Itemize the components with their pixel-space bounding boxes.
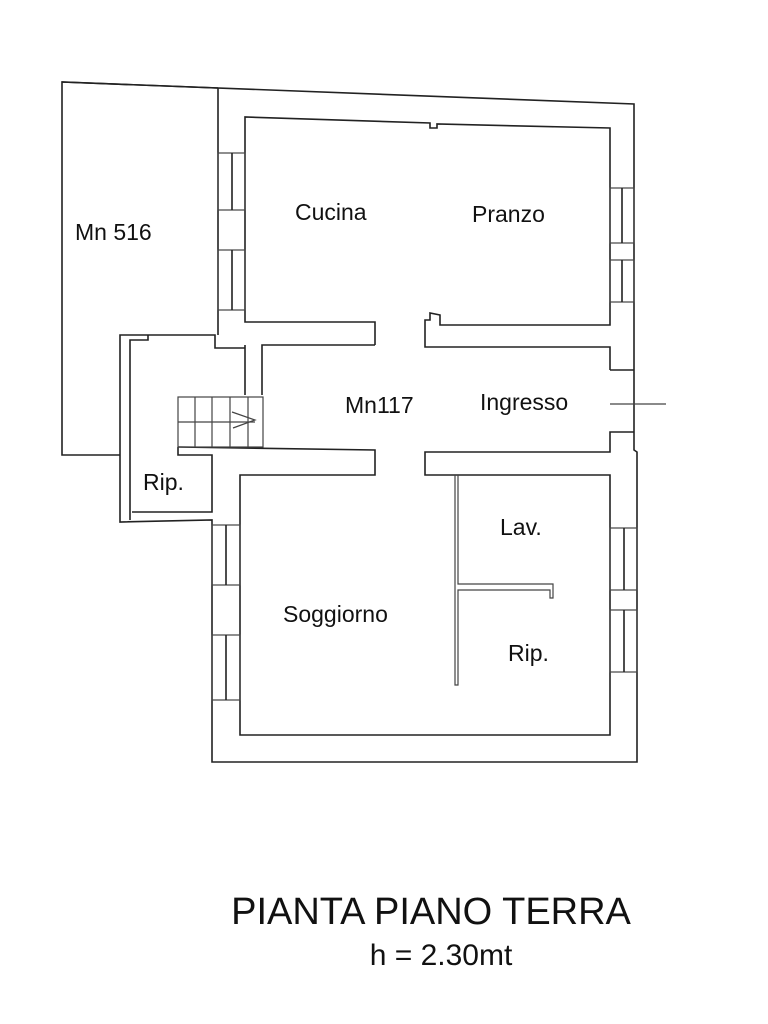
cucina-pranzo-wall <box>244 116 611 370</box>
corridor-bottom-left <box>177 431 634 736</box>
room-label-mn516: Mn 516 <box>75 219 152 245</box>
plan-height: h = 2.30mt <box>370 939 513 972</box>
room-label-rip-right: Rip. <box>508 640 549 666</box>
room-label-rip-left: Rip. <box>143 469 184 495</box>
room-label-cucina: Cucina <box>295 199 367 225</box>
stair-arrow-icon <box>231 411 257 429</box>
outer-wall <box>61 81 638 763</box>
windows <box>211 152 638 701</box>
room-label-ingresso: Ingresso <box>480 389 568 415</box>
room-label-pranzo: Pranzo <box>472 201 545 227</box>
lav-partition <box>454 475 554 686</box>
stair-room-wall <box>129 335 149 520</box>
room-labels: Mn 516 Cucina Pranzo Mn117 Ingresso Rip.… <box>75 199 568 666</box>
rip-left-wall <box>132 447 213 513</box>
room-label-mn117: Mn117 <box>345 392 414 418</box>
cucina-pranzo-outer <box>261 344 375 395</box>
plan-title: PIANTA PIANO TERRA <box>231 891 631 933</box>
walls <box>61 81 666 763</box>
room-label-soggiorno: Soggiorno <box>283 601 388 627</box>
room-label-lav: Lav. <box>500 514 542 540</box>
staircase <box>177 396 264 448</box>
